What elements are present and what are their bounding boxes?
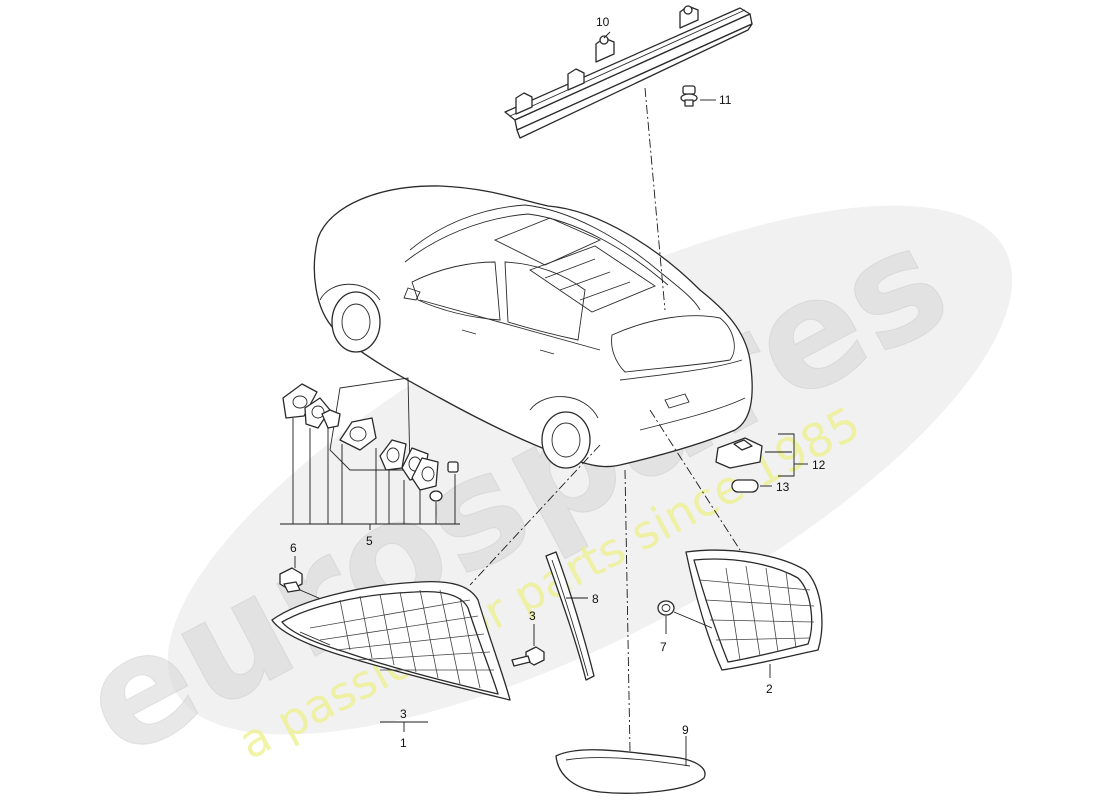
tail-light-inner (685, 549, 823, 671)
callout-7: 7 (660, 640, 667, 654)
callout-2: 2 (766, 682, 773, 696)
callout-12: 12 (812, 458, 826, 472)
callout-3-screw: 3 (529, 609, 536, 623)
vehicle-body (313, 185, 753, 469)
relation-line-1 (469, 444, 601, 586)
leader-10 (603, 31, 611, 39)
bulb-holder-kit (280, 377, 460, 530)
rear-reflector (555, 736, 706, 794)
screw-11 (680, 85, 698, 107)
screw-3 (511, 624, 545, 667)
rear-light-bulb (731, 479, 772, 493)
third-brake-light (504, 5, 753, 139)
relation-line-10 (644, 87, 666, 311)
tail-light-outer (271, 580, 511, 701)
callout-13: 13 (776, 480, 790, 494)
callout-5: 5 (366, 534, 373, 548)
callout-9: 9 (682, 723, 689, 737)
relation-line-9 (624, 469, 631, 753)
rear-light-bulb-holder (715, 437, 792, 469)
callout-11: 11 (719, 93, 732, 107)
callout-10: 10 (596, 15, 610, 29)
callout-8: 8 (592, 592, 599, 606)
fastener-7 (657, 600, 713, 634)
trim-strip (545, 551, 595, 681)
callout-3-lens: 3 (400, 707, 407, 721)
bracket-12 (778, 433, 795, 477)
callout-1: 1 (400, 736, 407, 750)
relation-line-2 (649, 409, 741, 551)
callout-6: 6 (290, 541, 297, 555)
